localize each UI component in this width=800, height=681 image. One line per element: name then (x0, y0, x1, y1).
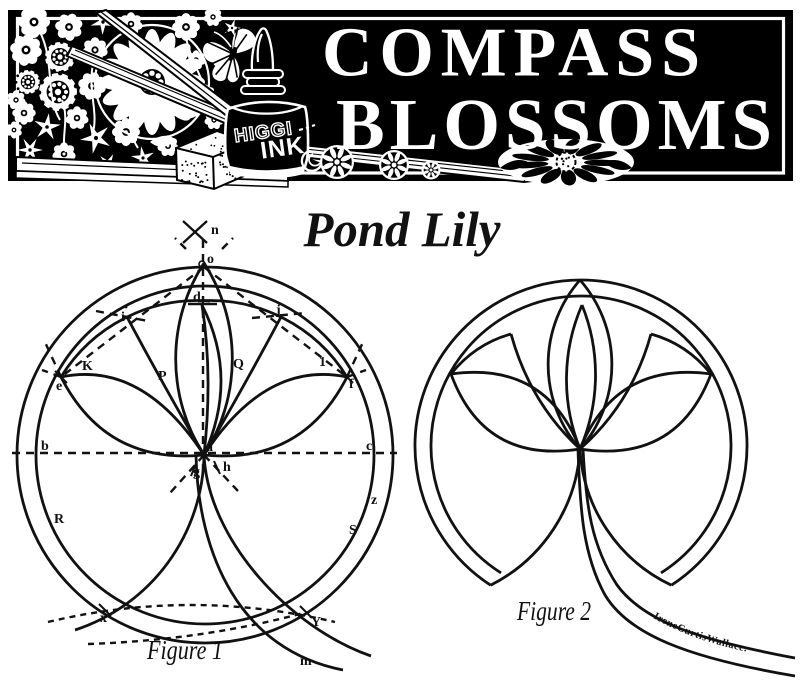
svg-text:Figure 2: Figure 2 (516, 596, 591, 626)
svg-text:x: x (100, 611, 107, 626)
svg-text:j: j (275, 303, 281, 318)
svg-text:g: g (193, 465, 200, 480)
svg-text:Pond Lily: Pond Lily (303, 201, 502, 257)
svg-text:Figure 1: Figure 1 (146, 635, 223, 665)
svg-text:c: c (366, 439, 372, 454)
svg-text:d: d (193, 290, 201, 305)
svg-text:R: R (54, 512, 65, 527)
svg-text:f: f (349, 377, 354, 392)
svg-text:z: z (371, 493, 377, 508)
svg-text:a: a (206, 440, 213, 455)
svg-text:m: m (300, 654, 312, 669)
svg-text:P: P (158, 369, 167, 384)
svg-text:b: b (41, 439, 49, 454)
svg-text:Y: Y (311, 615, 321, 630)
svg-text:i: i (121, 310, 125, 325)
svg-text:INK: INK (259, 132, 307, 165)
svg-text:o: o (207, 252, 214, 267)
svg-text:S: S (349, 523, 357, 538)
svg-text:Q: Q (233, 357, 244, 372)
svg-text:h: h (223, 460, 231, 475)
svg-text:1: 1 (319, 355, 326, 370)
svg-text:e: e (56, 379, 62, 394)
svg-text:K: K (82, 359, 93, 374)
svg-text:BLOSSOMS: BLOSSOMS (336, 84, 772, 165)
svg-text:n: n (211, 223, 219, 238)
